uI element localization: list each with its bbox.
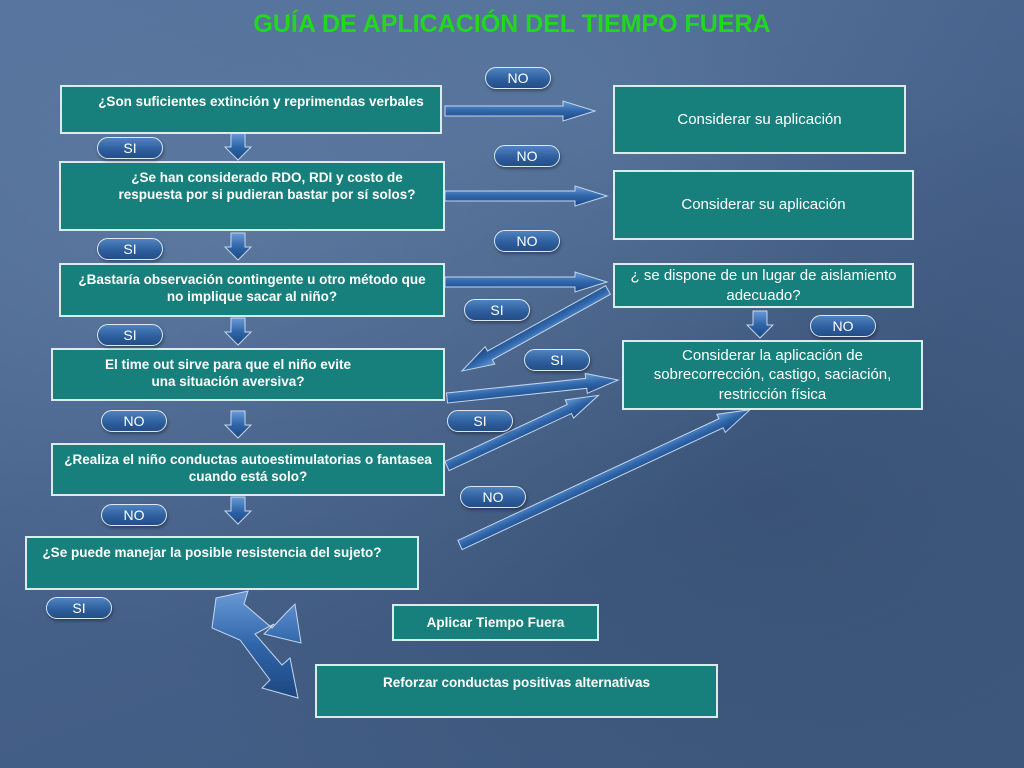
- down-arrow-3: [223, 317, 253, 346]
- label-no-q5: NO: [101, 504, 167, 526]
- result-box-4: Considerar la aplicación de sobrecorrecc…: [622, 340, 923, 410]
- label-no-q4: NO: [101, 410, 167, 432]
- question-box-1: ¿Son suficientes extinción y reprimendas…: [60, 85, 442, 134]
- result-box-3: ¿ se dispone de un lugar de aislamiento …: [613, 263, 914, 308]
- arrow-q1-to-r1: [444, 100, 597, 122]
- question-box-6: ¿Se puede manejar la posible resistencia…: [25, 536, 419, 590]
- arrow-q5-to-r4: [444, 394, 600, 472]
- diagram-title: GUÍA DE APLICACIÓN DEL TIEMPO FUERA: [253, 10, 771, 38]
- label-no-q6: NO: [460, 486, 526, 508]
- label-si-q4: SI: [524, 349, 590, 371]
- label-si-r3: SI: [464, 299, 530, 321]
- down-arrow-4: [223, 410, 253, 439]
- down-arrow-2: [223, 232, 253, 261]
- label-si-q5: SI: [447, 410, 513, 432]
- arrow-q3-to-r3: [444, 271, 609, 293]
- question-box-3: ¿Bastaría observación contingente u otro…: [59, 263, 445, 317]
- result-box-2: Considerar su aplicación: [613, 170, 914, 240]
- label-si-q3: SI: [97, 324, 163, 346]
- question-box-4: El time out sirve para que el niño evite…: [51, 348, 445, 401]
- question-box-5: ¿Realiza el niño conductas autoestimulat…: [51, 443, 445, 496]
- question-box-2: ¿Se han considerado RDO, RDI y costo de …: [59, 161, 445, 231]
- arrow-q4-to-r4: [445, 372, 620, 404]
- reinforce-behaviors-box: Reforzar conductas positivas alternativa…: [315, 664, 718, 718]
- down-arrow-1: [223, 132, 253, 161]
- label-no-q2: NO: [494, 145, 560, 167]
- label-no-q3: NO: [494, 230, 560, 252]
- down-arrow-5: [223, 496, 253, 525]
- apply-timeout-box: Aplicar Tiempo Fuera: [392, 604, 599, 641]
- arrow-q6-to-r4: [457, 409, 752, 551]
- label-si-q1: SI: [97, 137, 163, 159]
- label-no-q1: NO: [485, 67, 551, 89]
- result-box-1: Considerar su aplicación: [613, 85, 906, 154]
- label-si-q6: SI: [46, 597, 112, 619]
- arrow-q2-to-r2: [444, 185, 609, 207]
- arrow-r3-to-q4: [460, 284, 612, 372]
- label-si-q2: SI: [97, 238, 163, 260]
- down-arrow-6: [745, 310, 775, 339]
- label-no-r3: NO: [810, 315, 876, 337]
- branch-arrow: [211, 590, 302, 699]
